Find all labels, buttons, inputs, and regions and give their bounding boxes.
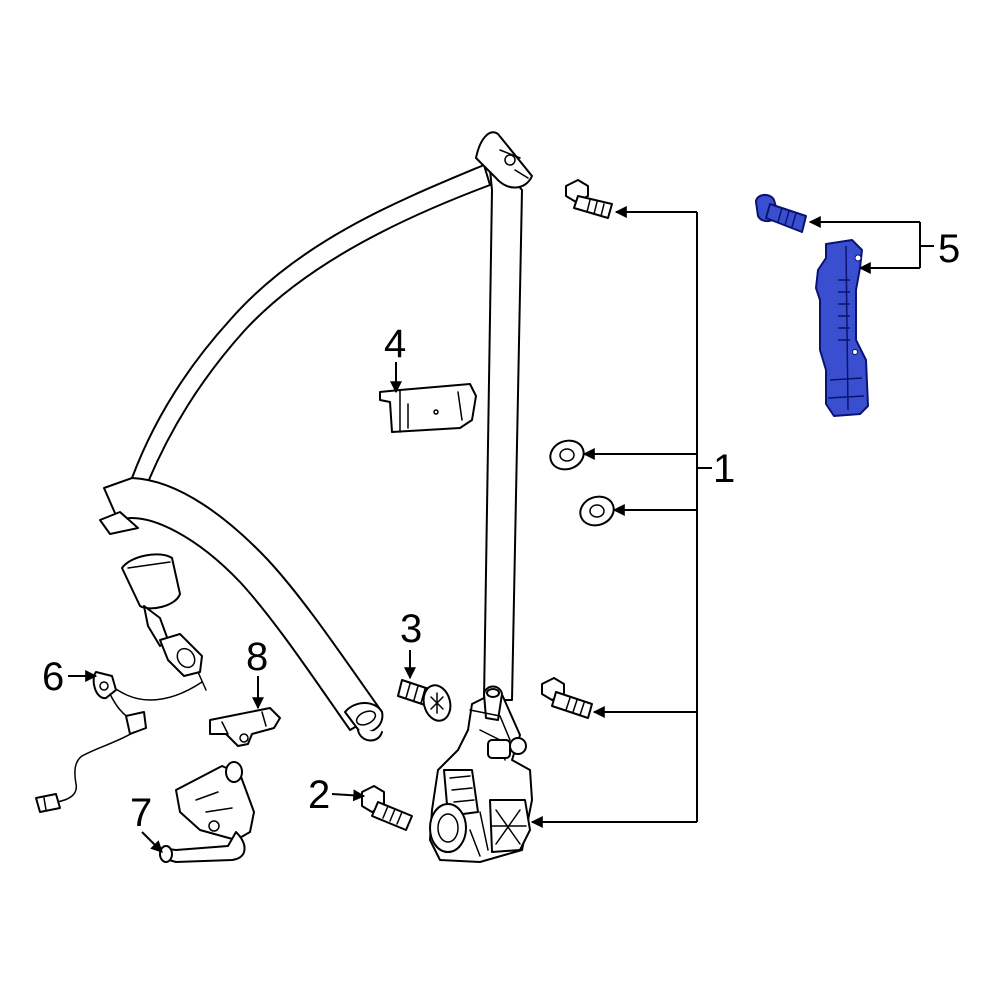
- part-4-clip: [379, 383, 477, 433]
- callout-2: 2: [308, 773, 330, 817]
- callout-labels: 1 2 3 4 5 6 7 8: [42, 227, 960, 835]
- part-2-bolt: [361, 785, 413, 831]
- callout-7: 7: [130, 791, 152, 835]
- part-5-bolt: [755, 194, 807, 233]
- part-8-bracket: [209, 707, 281, 747]
- seat-belt-webbing: [99, 131, 533, 742]
- callout-5: 5: [938, 227, 960, 271]
- leader-lines: [68, 206, 934, 853]
- retractor: [429, 685, 533, 863]
- callout-6: 6: [42, 655, 64, 699]
- callout-1: 1: [713, 447, 735, 491]
- lower-anchor-bolt: [541, 677, 593, 719]
- part-5-body: [815, 239, 869, 417]
- washer-lower: [579, 495, 615, 527]
- part-5-pretensioner: [755, 194, 869, 417]
- callout-8: 8: [246, 635, 268, 679]
- callout-4: 4: [384, 322, 406, 366]
- upper-anchor-bolt: [565, 179, 613, 219]
- part-1-assembly: [429, 179, 615, 863]
- part-6-buckle-harness: [35, 553, 207, 813]
- callout-3: 3: [400, 607, 422, 651]
- washer-upper: [549, 439, 585, 471]
- part-7-buckle-base: [159, 761, 255, 863]
- part-3-screw: [397, 679, 452, 722]
